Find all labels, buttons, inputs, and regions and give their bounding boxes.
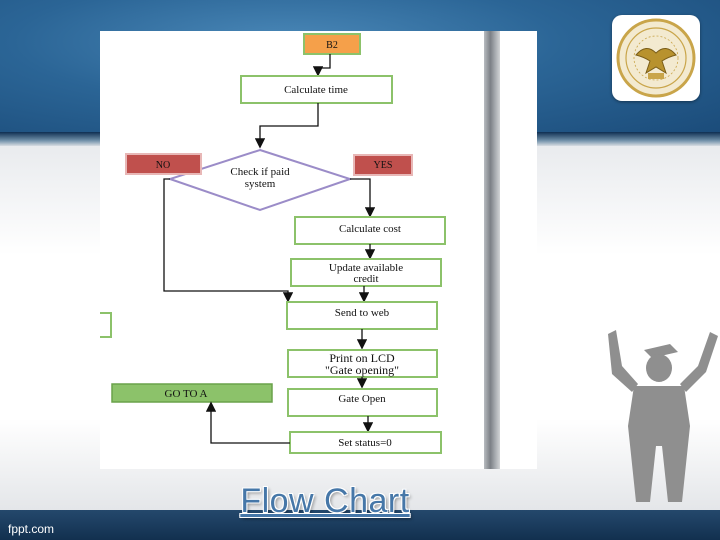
update-credit-label-line1: Update available [329,262,403,274]
graduate-silhouette-icon [608,330,718,502]
send-web-box [286,301,438,330]
print-lcd-label-line2: "Gate opening" [325,363,399,377]
connector-yes-calc-cost [350,178,376,218]
goto-a-label: GO TO A [165,388,208,400]
b2-connector [303,33,361,55]
footer-brand: fppt.com [8,522,55,536]
send-web-label: Send to web [335,307,390,319]
gate-open-label: Gate Open [338,393,386,405]
update-credit-label-line2: credit [353,273,378,285]
calc-cost-label: Calculate cost [339,223,401,235]
calc-cost-box [294,216,446,245]
connector-status-goto-a [205,401,290,444]
calc-time-box [240,75,393,104]
connector-calc-time-decision [254,103,319,149]
b2-label: B2 [326,40,338,51]
partial-box-left-edge [100,312,112,338]
decision-label-line2: system [245,178,276,190]
calc-time-label: Calculate time [284,84,348,96]
no-label: NO [156,160,170,171]
footer-bar [0,510,720,540]
decision-label-line1: Check if paid [230,166,290,178]
print-lcd-box [287,349,438,378]
update-credit-box [290,258,442,287]
yes-label-box [353,154,413,176]
goto-a-box [111,383,273,403]
slide-title[interactable]: Flow Chart [240,482,410,520]
yes-label: YES [374,160,393,171]
set-status-label: Set status=0 [338,437,392,449]
panel-divider [484,31,500,469]
no-label-box [125,153,202,175]
gate-open-box [287,388,438,417]
connector-no-send-web [163,178,294,303]
print-lcd-label-line1: Print on LCD [329,351,395,365]
university-seal-icon [612,15,700,101]
connector-b2-calc-time [312,54,331,77]
